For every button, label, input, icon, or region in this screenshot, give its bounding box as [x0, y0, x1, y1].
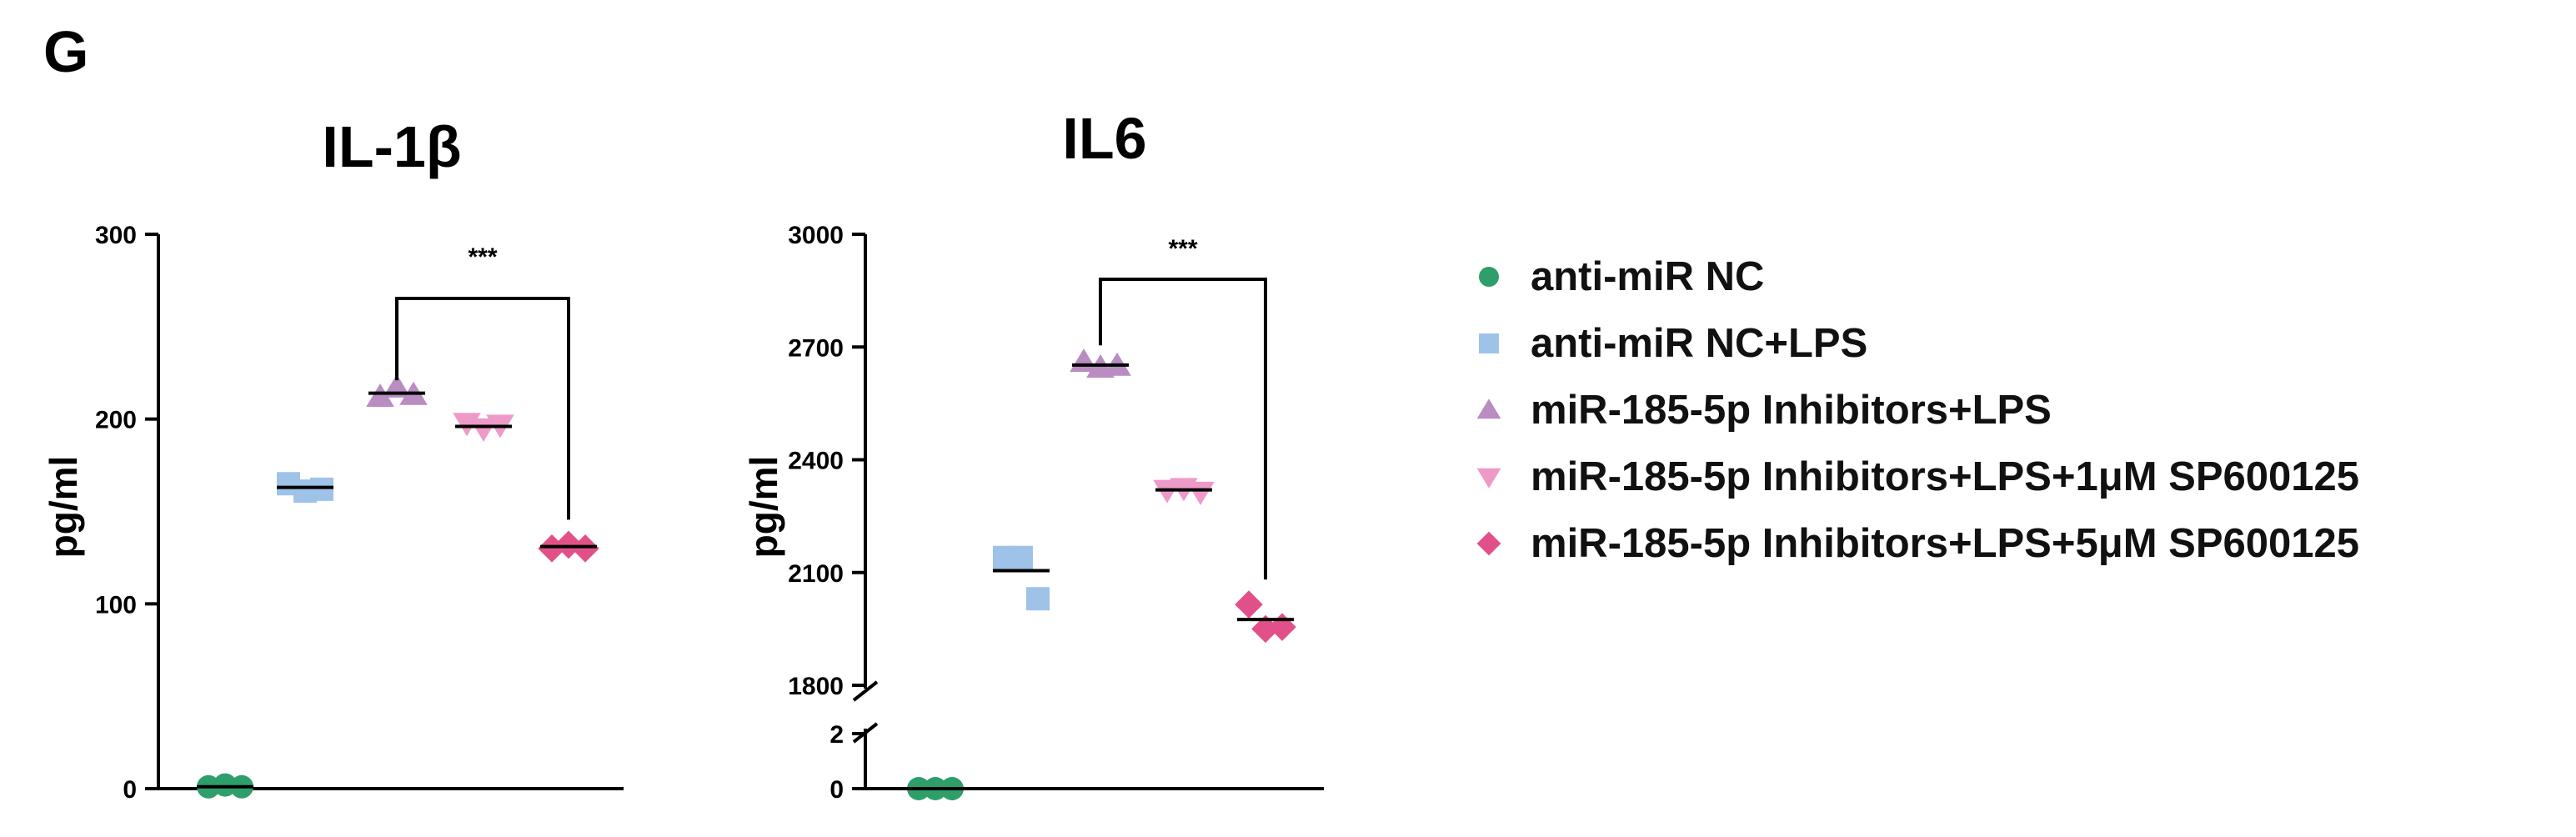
- il6-anti-mir-nc-lps-point-1: [993, 545, 1016, 569]
- legend-marker-shape: [1476, 398, 1501, 419]
- il-1-mir-185-5p-inhibitors-lps-1-m-sp600125-point-1: [453, 413, 481, 437]
- il-1-mir-185-5p-inhibitors-lps-1-m-sp600125-point-3: [486, 414, 514, 439]
- il6-y-axis-label: pg/ml: [742, 456, 785, 559]
- panel-label: G: [43, 19, 89, 84]
- legend-marker-shape: [1476, 531, 1501, 556]
- il-1-mir-185-5p-inhibitors-lps-5-m-sp600125-point-3: [571, 534, 599, 563]
- il6-mir-185-5p-inhibitors-lps-5-m-sp600125-point-3: [1268, 613, 1296, 641]
- legend: anti-miR NC anti-miR NC+LPS miR-185-5p Inh…: [1472, 243, 2359, 577]
- il6-anti-mir-nc-point-2: [924, 777, 947, 800]
- il6-y-tick-label-2100: 2100: [788, 560, 844, 588]
- il-1-mir-185-5p-inhibitors-lps-point-2: [383, 373, 411, 398]
- il6-significance-label: ***: [1168, 235, 1197, 263]
- il6-anti-mir-nc-point-1: [907, 777, 930, 800]
- legend-marker-shape: [1476, 468, 1501, 489]
- il6-y-tick-label-1800: 1800: [788, 673, 844, 700]
- il6-mir-185-5p-inhibitors-lps-point-2: [1086, 353, 1115, 378]
- il6-mir-185-5p-inhibitors-lps-5-m-sp600125-point-2: [1251, 614, 1280, 644]
- il6-y-tick-label-2: 2: [829, 721, 844, 749]
- legend-marker-circle: [1479, 267, 1499, 287]
- il-1-anti-mir-nc-point-1: [197, 774, 220, 799]
- legend-marker-shape: [1479, 267, 1499, 287]
- legend-item: anti-miR NC+LPS: [1472, 310, 2359, 377]
- legend-label: miR-185-5p Inhibitors+LPS: [1531, 388, 2052, 433]
- il6-anti-mir-nc-lps-point-2: [1010, 545, 1033, 569]
- il-1-y-tick-label-0: 0: [123, 776, 137, 804]
- il6-title: IL6: [1062, 106, 1146, 171]
- legend-marker-diamond: [1476, 531, 1501, 556]
- legend-label: anti-miR NC+LPS: [1531, 321, 1868, 366]
- il-1-anti-mir-nc-point-2: [213, 773, 237, 797]
- il-1-y-tick-label-100: 100: [95, 591, 137, 619]
- il-1-mir-185-5p-inhibitors-lps-point-1: [366, 383, 394, 407]
- il6-significance-bracket: [1099, 278, 1267, 580]
- legend-item: miR-185-5p Inhibitors+LPS: [1472, 377, 2359, 444]
- il6-y-tick-label-2700: 2700: [788, 334, 844, 362]
- il6-mir-185-5p-inhibitors-lps-point-3: [1103, 352, 1131, 376]
- il6-y-tick-label-0: 0: [829, 776, 844, 804]
- il-1-mir-185-5p-inhibitors-lps-point-3: [399, 381, 428, 405]
- legend-item: miR-185-5p Inhibitors+LPS+1μM SP600125: [1472, 444, 2359, 510]
- legend-item: anti-miR NC: [1472, 243, 2359, 310]
- il-1-significance-label: ***: [468, 243, 497, 271]
- il6-mir-185-5p-inhibitors-lps-1-m-sp600125-point-2: [1170, 478, 1198, 502]
- il6-mir-185-5p-inhibitors-lps-1-m-sp600125-point-3: [1186, 481, 1215, 505]
- legend-label: anti-miR NC: [1531, 254, 1765, 299]
- il6-y-tick-label-3000: 3000: [788, 222, 844, 249]
- il-1-mir-185-5p-inhibitors-lps-5-m-sp600125-point-1: [538, 534, 566, 563]
- legend-item: miR-185-5p Inhibitors+LPS+5μM SP600125: [1472, 510, 2359, 577]
- il6-anti-mir-nc-lps-point-3: [1026, 587, 1050, 611]
- il-1-title: IL-1β: [322, 114, 461, 179]
- il-1-y-axis-label: pg/ml: [42, 456, 85, 559]
- il-1-mir-185-5p-inhibitors-lps-5-m-sp600125-point-2: [554, 530, 583, 559]
- il-1-anti-mir-nc-lps-point-1: [277, 472, 300, 496]
- il-1-anti-mir-nc-lps-point-3: [310, 477, 333, 501]
- legend-marker-triangle-up: [1476, 398, 1501, 419]
- legend-label: miR-185-5p Inhibitors+LPS+1μM SP600125: [1531, 454, 2360, 499]
- il-1-anti-mir-nc-point-3: [230, 774, 253, 799]
- legend-marker-shape: [1479, 333, 1499, 353]
- il-1-significance-bracket: [395, 297, 570, 520]
- il6-y-tick-label-2400: 2400: [788, 448, 844, 475]
- il-1-y-tick-label-200: 200: [95, 407, 137, 434]
- legend-label: miR-185-5p Inhibitors+LPS+5μM SP600125: [1531, 521, 2360, 566]
- il6-mir-185-5p-inhibitors-lps-point-1: [1070, 348, 1098, 373]
- il-1-mir-185-5p-inhibitors-lps-1-m-sp600125-point-2: [469, 418, 498, 442]
- il6-axis-break-mark-lower: [852, 722, 879, 744]
- il6-mir-185-5p-inhibitors-lps-1-m-sp600125-point-1: [1153, 479, 1181, 504]
- il-1-anti-mir-nc-lps-point-2: [293, 479, 317, 504]
- il6-mir-185-5p-inhibitors-lps-5-m-sp600125-point-1: [1235, 590, 1263, 619]
- il-1-y-tick-label-300: 300: [95, 222, 137, 249]
- il6-axis-break-mark-upper: [852, 680, 879, 702]
- il6-anti-mir-nc-point-3: [940, 777, 964, 800]
- legend-marker-square: [1479, 333, 1499, 353]
- legend-marker-triangle-down: [1476, 468, 1501, 489]
